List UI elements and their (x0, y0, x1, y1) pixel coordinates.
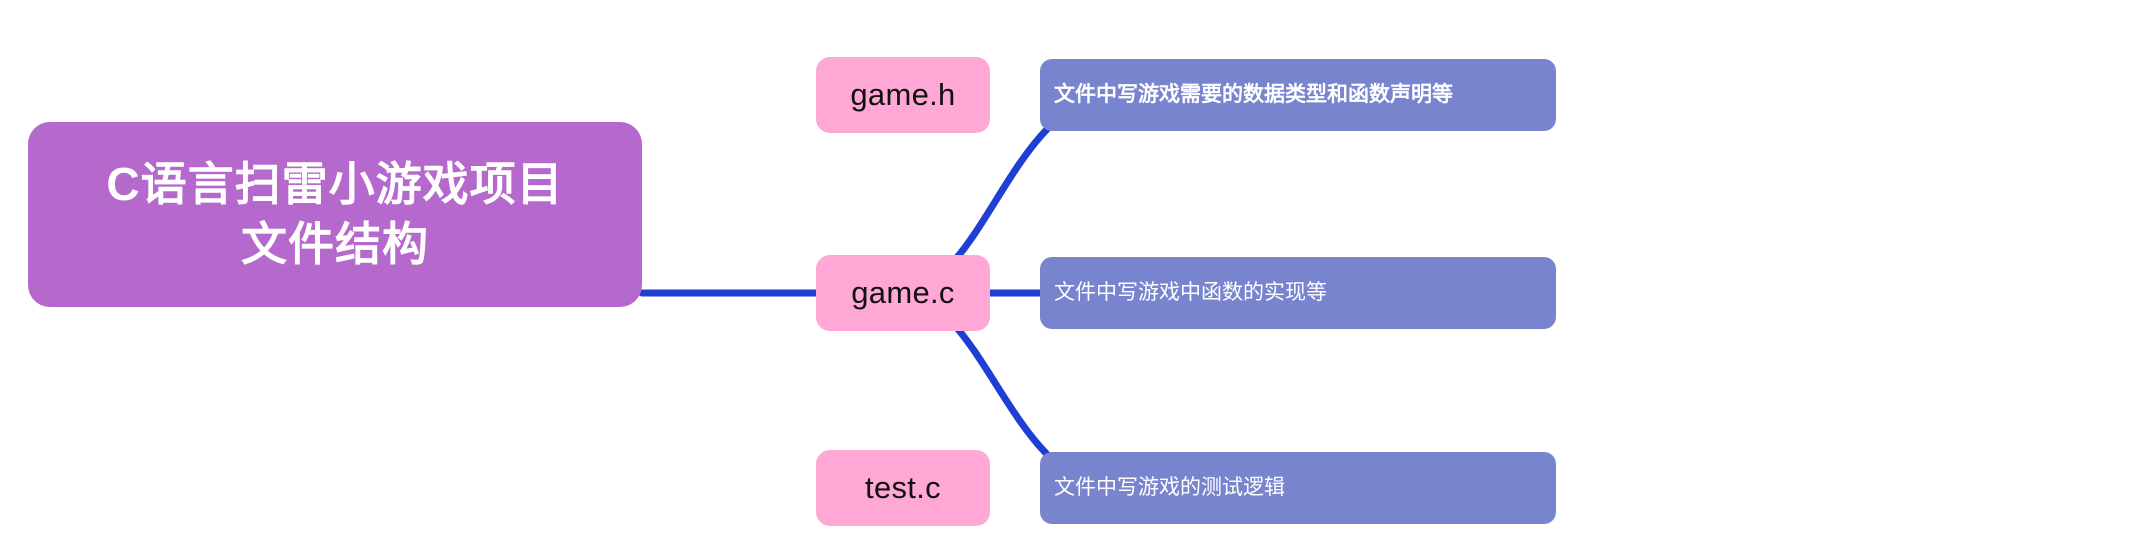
description-node-game-c[interactable]: 文件中写游戏中函数的实现等 (1040, 257, 1556, 329)
description-node-test-c-label: 文件中写游戏的测试逻辑 (1054, 476, 1285, 500)
description-node-game-c-label: 文件中写游戏中函数的实现等 (1054, 281, 1327, 305)
branch-row-game-c: game.c 文件中写游戏中函数的实现等 (0, 255, 2138, 331)
description-node-game-h[interactable]: 文件中写游戏需要的数据类型和函数声明等 (1040, 59, 1556, 131)
description-node-game-h-label: 文件中写游戏需要的数据类型和函数声明等 (1054, 83, 1453, 107)
file-node-game-h[interactable]: game.h (816, 57, 990, 133)
root-title-line-1: C语言扫雷小游戏项目 (106, 157, 564, 210)
file-node-test-c[interactable]: test.c (816, 450, 990, 526)
description-node-test-c[interactable]: 文件中写游戏的测试逻辑 (1040, 452, 1556, 524)
file-node-game-h-label: game.h (850, 77, 956, 112)
root-node[interactable]: C语言扫雷小游戏项目 文件结构 (28, 122, 642, 307)
branch-row-game-h: game.h 文件中写游戏需要的数据类型和函数声明等 (0, 57, 2138, 133)
branch-row-test-c: test.c 文件中写游戏的测试逻辑 (0, 450, 2138, 526)
file-node-game-c[interactable]: game.c (816, 255, 990, 331)
file-node-game-c-label: game.c (851, 275, 955, 310)
root-title-line-2: 文件结构 (241, 217, 429, 270)
file-node-test-c-label: test.c (865, 470, 941, 505)
